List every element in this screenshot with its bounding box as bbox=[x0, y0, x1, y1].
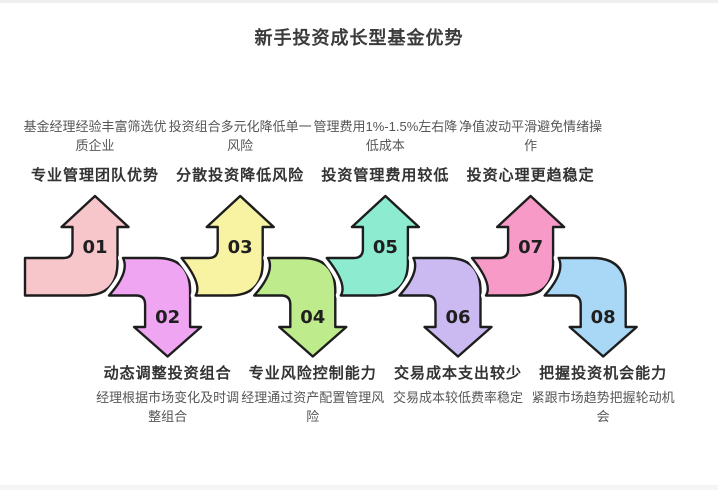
step-07-description: 净值波动平滑避免情绪操 作 bbox=[459, 119, 603, 153]
step-05-description: 管理费用1%-1.5%左右降 低成本 bbox=[313, 119, 458, 153]
top-border bbox=[0, 0, 718, 3]
step-05-title: 投资管理费用较低 bbox=[321, 167, 450, 184]
arrow-04-number: 04 bbox=[300, 307, 325, 328]
arrow-08-number: 08 bbox=[591, 307, 616, 328]
bottom-border bbox=[0, 485, 718, 490]
arrow-05-shape bbox=[325, 194, 421, 297]
step-08-description: 紧跟市场趋势把握轮动机 会 bbox=[531, 390, 675, 424]
arrow-07-number: 07 bbox=[518, 237, 543, 258]
step-06-title: 交易成本支出较少 bbox=[393, 365, 522, 382]
step-03-title: 分散投资降低风险 bbox=[176, 167, 305, 184]
arrow-06-number: 06 bbox=[445, 307, 470, 328]
arrow-05-number: 05 bbox=[373, 237, 398, 258]
arrow-03-number: 03 bbox=[228, 237, 253, 258]
step-03-description: 投资组合多元化降低单一 风险 bbox=[168, 119, 312, 153]
step-02-description: 经理根据市场变化及时调 整组合 bbox=[96, 390, 240, 424]
page-title: 新手投资成长型基金优势 bbox=[254, 28, 464, 48]
arrow-07-shape bbox=[470, 194, 566, 297]
arrow-01-number: 01 bbox=[82, 237, 107, 258]
step-04-title: 专业风险控制能力 bbox=[248, 365, 377, 382]
arrow-03-shape bbox=[180, 194, 275, 297]
arrow-01-shape bbox=[23, 194, 130, 297]
step-01-description: 基金经理经验丰富筛选优 质企业 bbox=[23, 119, 167, 153]
step-02-title: 动态调整投资组合 bbox=[103, 365, 232, 382]
step-04-description: 经理通过资产配置管理风 险 bbox=[241, 390, 385, 424]
arrow-08-shape bbox=[543, 256, 638, 358]
step-06-description: 交易成本较低费率稳定 bbox=[392, 390, 523, 405]
step-08-title: 把握投资机会能力 bbox=[539, 365, 668, 382]
arrow-02-number: 02 bbox=[155, 307, 180, 328]
step-07-title: 投资心理更趋稳定 bbox=[466, 167, 595, 184]
step-01-title: 专业管理团队优势 bbox=[30, 167, 159, 184]
